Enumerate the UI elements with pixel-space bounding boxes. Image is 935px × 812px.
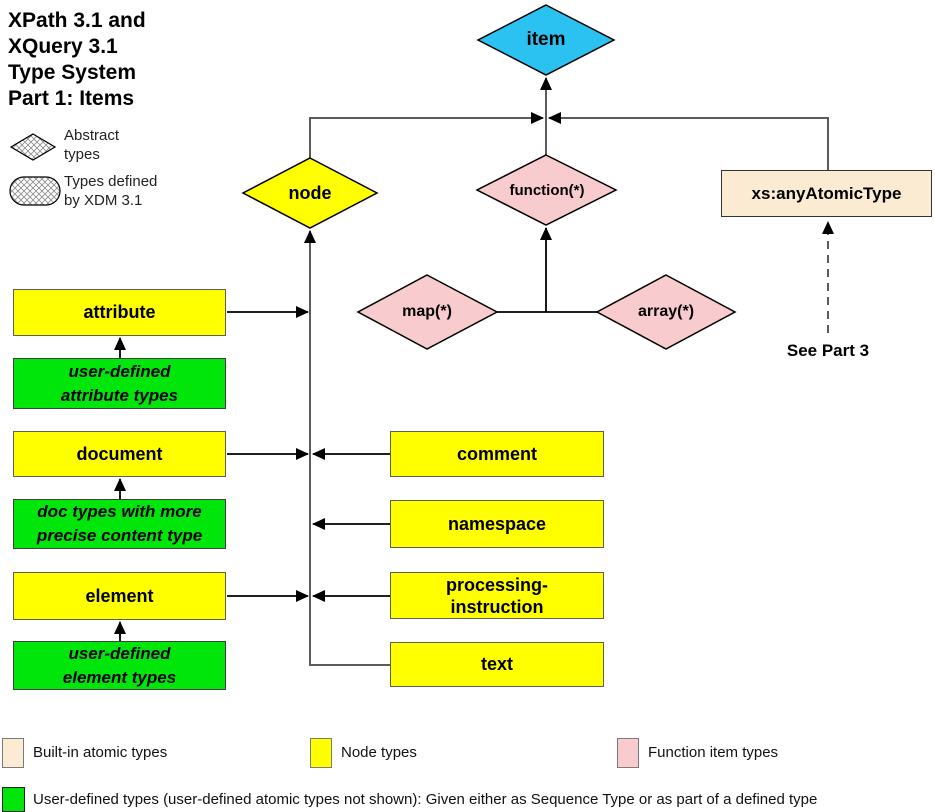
xdm-types-label: Types defined by XDM 3.1: [64, 173, 158, 209]
namespace-box: namespace: [390, 500, 604, 548]
map-diamond: [356, 274, 499, 350]
builtin-atomic-swatch: [2, 738, 24, 768]
any-atomic-type-box: xs:anyAtomicType: [721, 170, 932, 217]
function-label: function(*): [509, 181, 585, 199]
function-types-swatch: [617, 738, 639, 768]
builtin-atomic-label: Built-in atomic types: [33, 744, 168, 761]
abstract-types-label: Abstract types: [64, 127, 120, 163]
document-box: document: [13, 431, 226, 477]
user-defined-swatch: [2, 787, 25, 812]
user-defined-label: User-defined types (user-defined atomic …: [33, 791, 818, 808]
node-diamond: [241, 157, 379, 229]
node-label: node: [288, 182, 332, 203]
user-attribute-types-box: user-defined attribute types: [13, 358, 226, 409]
node-types-label: Node types: [341, 744, 417, 761]
node-types-swatch: [310, 738, 332, 768]
function-types-label: Function item types: [648, 744, 779, 761]
comment-box: comment: [390, 431, 604, 477]
item-label: item: [526, 29, 566, 50]
doc-types-box: doc types with more precise content type: [13, 499, 226, 549]
array-label: array(*): [637, 303, 695, 320]
processing-instruction-box: processing- instruction: [390, 572, 604, 619]
user-element-types-box: user-defined element types: [13, 641, 226, 690]
function-diamond: [475, 154, 618, 226]
bus-left-to-center-arrow: [309, 112, 544, 158]
abstract-types-diamond-icon: [10, 133, 56, 161]
attribute-box: attribute: [13, 289, 226, 336]
text-box: text: [390, 642, 604, 687]
element-box: element: [13, 572, 226, 620]
xdm-types-stadium-icon: [9, 176, 61, 206]
map-label: map(*): [402, 303, 452, 320]
see-part3-label: See Part 3: [786, 341, 870, 360]
page-title: XPath 3.1 and XQuery 3.1 Type System Par…: [8, 9, 146, 110]
array-diamond: [595, 274, 737, 350]
item-diamond: [476, 4, 616, 76]
bus-right-to-center-arrow: [548, 112, 829, 170]
node-subtypes-bus-arrow: [304, 230, 390, 666]
